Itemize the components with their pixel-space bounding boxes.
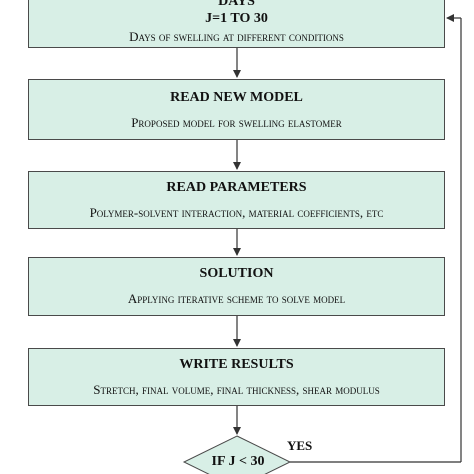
solution-title: SOLUTION	[199, 266, 274, 281]
solution-box: SOLUTION Applying iterative scheme to so…	[28, 257, 445, 316]
write-results-description: Stretch, final volume, final thickness, …	[93, 382, 380, 397]
solution-description: Applying iterative scheme to solve model	[127, 291, 346, 306]
days-description: Days of swelling at different conditions	[129, 29, 344, 44]
decision-diamond	[182, 435, 292, 474]
decision-label: IF J < 30	[211, 454, 265, 469]
yes-label: YES	[287, 438, 313, 453]
read-parameters-title: READ PARAMETERS	[166, 180, 307, 195]
write-results-box: WRITE RESULTS Stretch, final volume, fin…	[28, 348, 445, 406]
read-new-model-title: READ NEW MODEL	[170, 90, 303, 105]
read-parameters-description: Polymer-solvent interaction, material co…	[89, 205, 384, 220]
read-parameters-box: READ PARAMETERS Polymer-solvent interact…	[28, 171, 445, 229]
days-title: DAYS	[218, 0, 255, 9]
days-range: J=1 TO 30	[205, 11, 268, 26]
write-results-title: WRITE RESULTS	[179, 357, 294, 372]
read-new-model-description: Proposed model for swelling elastomer	[131, 115, 342, 130]
days-loop-box: DAYS J=1 TO 30 Days of swelling at diffe…	[28, 0, 445, 48]
read-new-model-box: READ NEW MODEL Proposed model for swelli…	[28, 79, 445, 140]
